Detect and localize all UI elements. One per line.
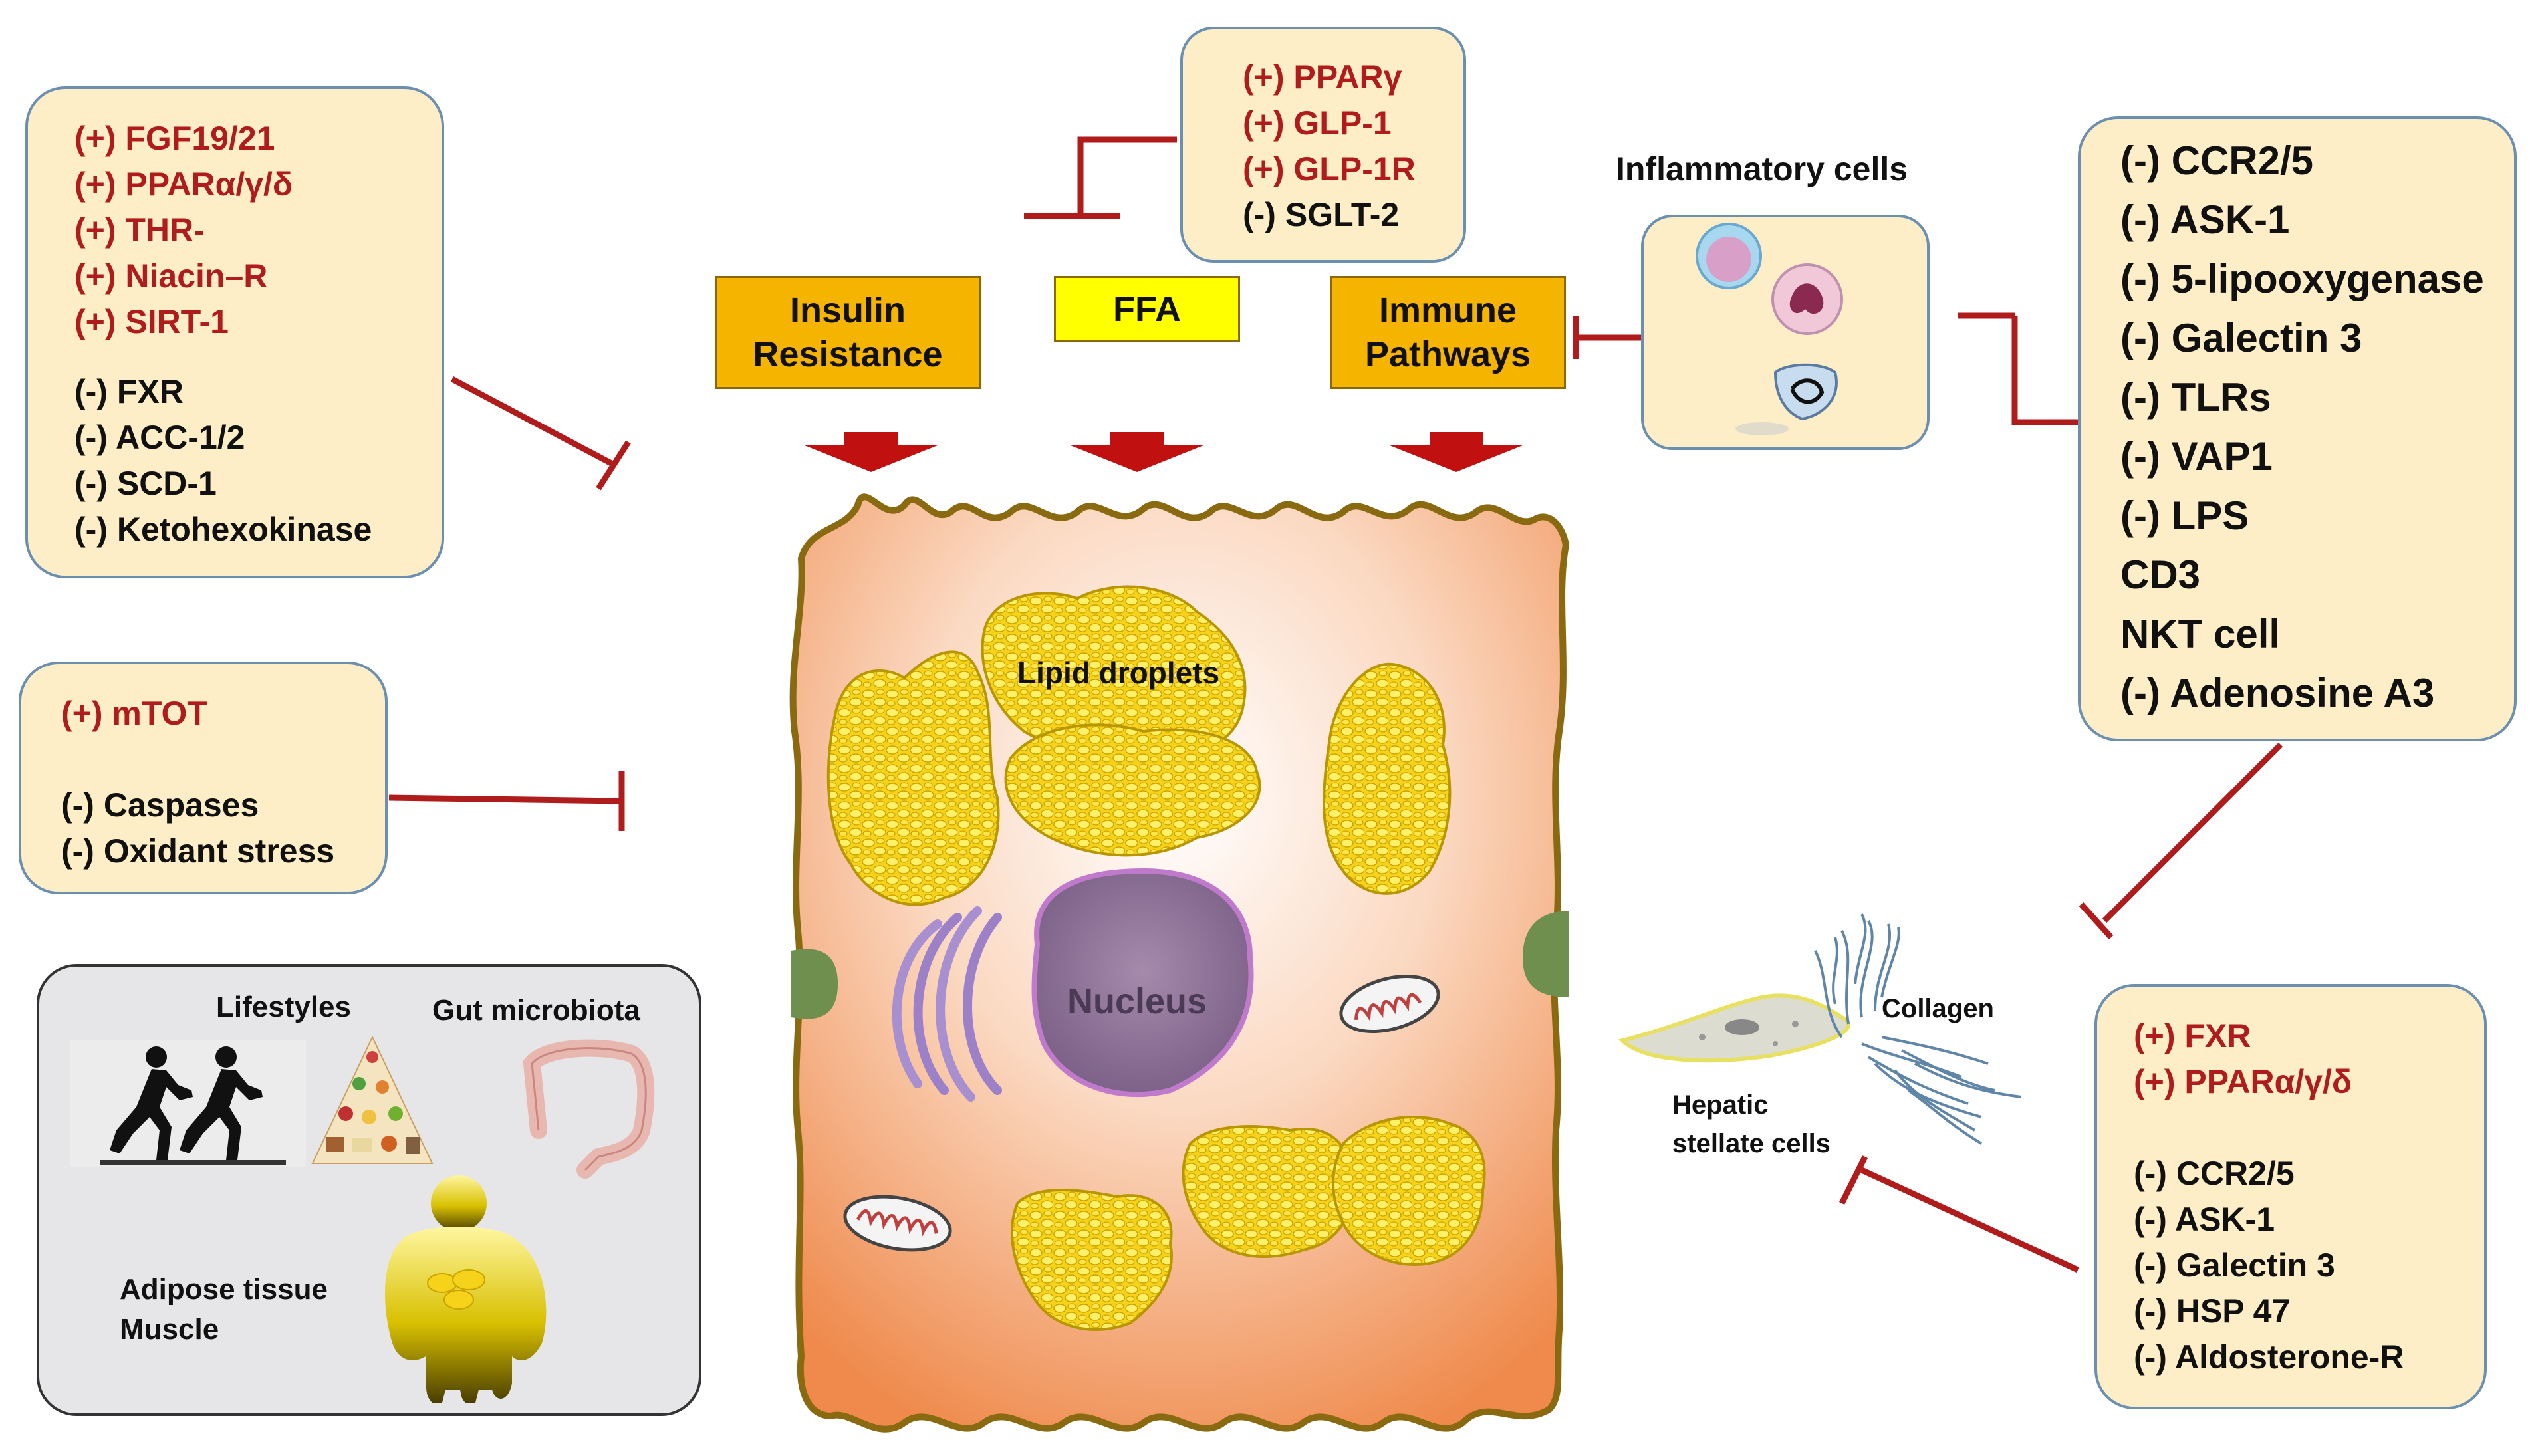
muscle-label: Muscle [120,1313,219,1346]
target-item: (-) Adenosine A3 [2120,671,2435,715]
inhibition-line-inflammatory [1573,316,1642,359]
target-item: (-) CCR2/5 [2134,1155,2295,1192]
ffa-label: FFA [1113,289,1181,329]
target-item: (-) VAP1 [2120,434,2273,479]
target-item: (-) FXR [74,373,184,410]
top-box-metabolic-targets: (+) PPARγ (+) GLP-1 (+) GLP-1R (-) SGLT-… [1180,27,1466,263]
nucleus-label: Nucleus [1067,981,1207,1021]
endoplasmic-reticulum-icon [892,906,1002,1102]
target-item: (+) SIRT-1 [74,303,229,340]
insulin-resistance-box: Insulin Resistance [715,276,981,389]
inhibition-line-left-1 [450,376,631,491]
contributing-factors-box [37,964,701,1416]
target-item: CD3 [2120,552,2201,597]
target-item: (-) TLRs [2120,375,2271,420]
target-item: (-) LPS [2120,493,2249,538]
target-item: (-) SGLT-2 [1243,196,1400,233]
ffa-box: FFA [1054,276,1240,342]
hepatic-stellate-label-line1: Hepatic [1672,1090,1769,1120]
target-item: (-) SCD-1 [74,465,217,502]
down-arrow-icon [805,432,938,472]
target-item: (-) Caspases [61,787,259,824]
target-item: (-) Aldosterone-R [2134,1338,2404,1376]
left-box-apoptosis-targets: (+) mTOT (-) Caspases (-) Oxidant stress [19,662,388,894]
inhibition-line-right-1-to-stellate [2079,742,2283,940]
mitochondrion-icon [1339,974,1440,1034]
target-item: (+) PPARα/γ/δ [2134,1063,2352,1100]
inhibition-line-right-2 [1838,1155,2079,1273]
mitochondrion-icon [843,1195,952,1252]
target-item: (-) Galectin 3 [2134,1247,2335,1284]
target-item: (+) GLP-1R [1243,150,1416,187]
target-item: (-) Ketohexokinase [74,511,372,548]
target-item: (+) GLP-1 [1243,104,1392,142]
target-item: (-) CCR2/5 [2120,138,2314,183]
insulin-resistance-label: Insulin Resistance [753,291,943,374]
target-item: (-) ASK-1 [2120,197,2290,242]
target-item: (-) Galectin 3 [2120,316,2362,360]
hepatic-stellate-cell-icon [1618,993,1851,1063]
hepatic-stellate-label-line2: stellate cells [1672,1129,1831,1158]
inhibition-line-left-2 [388,771,625,831]
down-arrow-icon [1390,432,1523,472]
target-item: (-) ASK-1 [2134,1201,2275,1238]
inhibition-line-top [1024,136,1177,219]
target-item: (+) PPARα/γ/δ [74,166,293,203]
target-item: (+) FGF19/21 [74,120,275,157]
target-item: (+) mTOT [61,695,207,732]
right-box-fibrosis-targets: (+) FXR (+) PPARα/γ/δ (-) CCR2/5 (-) ASK… [2094,984,2487,1409]
inflammatory-cells-box [1641,215,1930,450]
lifestyles-label: Lifestyles [216,991,351,1023]
collagen-label: Collagen [1882,994,1994,1023]
inflammatory-cells-label: Inflammatory cells [1616,150,1908,187]
inhibition-line-right-1 [1958,312,2078,425]
lipid-droplets-label: Lipid droplets [1017,656,1220,690]
target-item: (-) 5-lipooxygenase [2120,257,2484,301]
immune-pathways-box: Immune Pathways [1330,276,1566,389]
target-item: (-) HSP 47 [2134,1292,2291,1330]
target-item: (-) Oxidant stress [61,832,335,870]
collagen-fibers-icon [1814,913,2022,1145]
target-item: (+) Niacin–R [74,257,268,295]
left-box-steatosis-targets: (+) FGF19/21 (+) PPARα/γ/δ (+) THR- (+) … [25,86,444,578]
right-box-inflammation-targets: (-) CCR2/5 (-) ASK-1 (-) 5-lipooxygenase… [2078,116,2517,741]
target-item: (-) ACC-1/2 [74,419,245,456]
gut-microbiota-label: Gut microbiota [432,994,640,1027]
lipid-droplets-group [826,585,1486,1331]
target-item: (+) FXR [2134,1017,2251,1054]
down-arrow-icon [1071,432,1203,472]
adipose-tissue-label: Adipose tissue [120,1273,328,1306]
target-item: (+) PPARγ [1243,59,1402,96]
immune-pathways-label: Immune Pathways [1364,291,1531,374]
nucleus [1031,868,1254,1098]
target-item: (+) THR- [74,211,205,249]
target-item: NKT cell [2120,612,2281,656]
